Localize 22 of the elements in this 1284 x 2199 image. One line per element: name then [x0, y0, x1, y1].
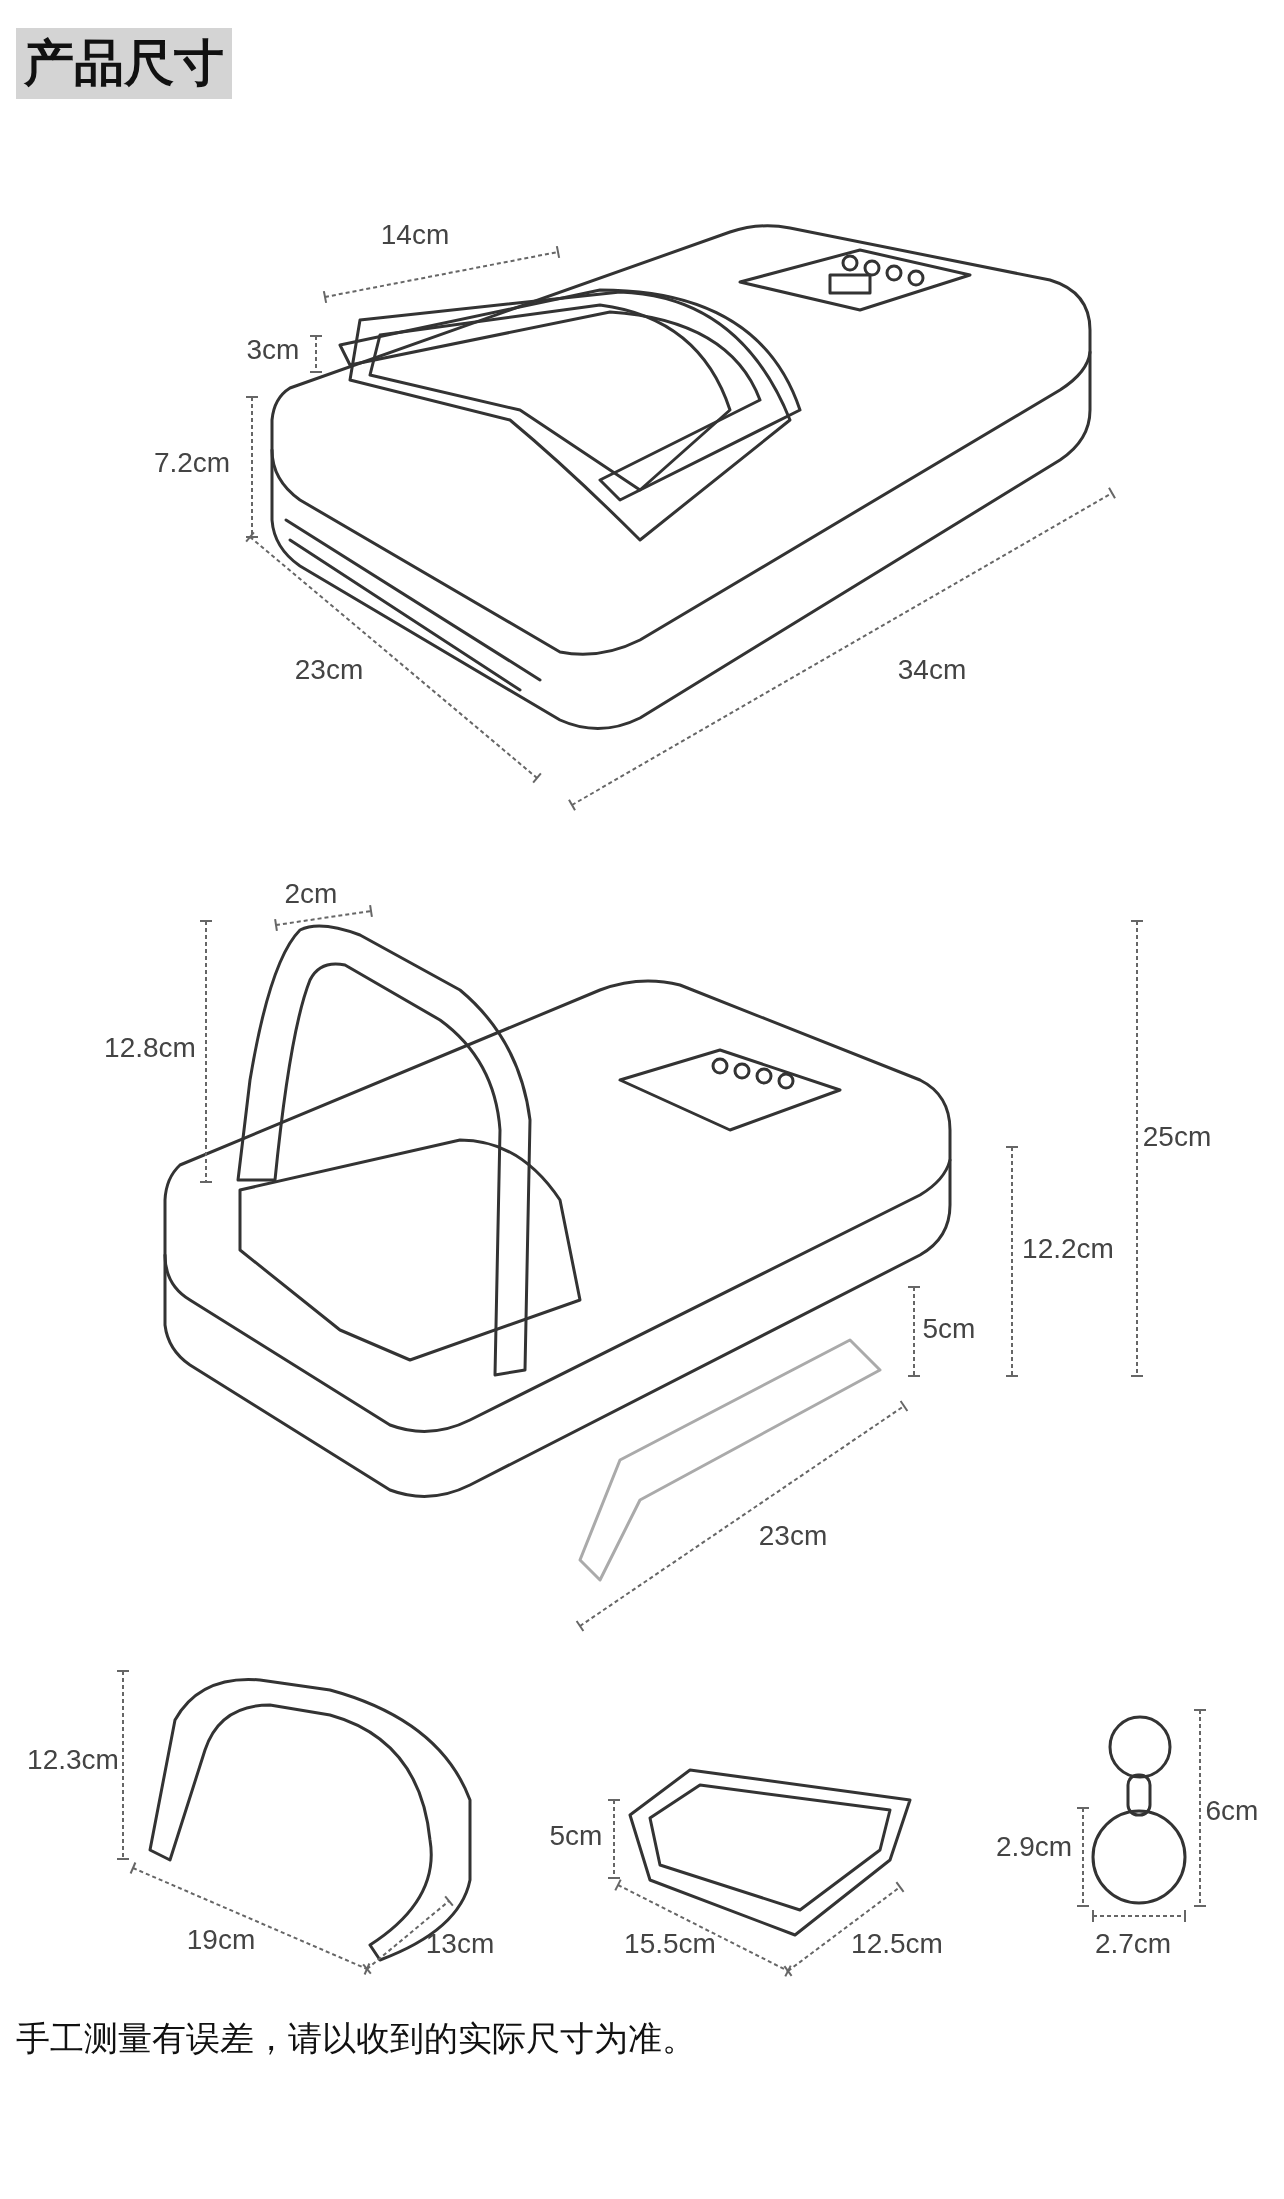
dimension-label: 13cm — [425, 1928, 495, 1960]
dimension-label: 7.2cm — [153, 447, 231, 479]
dimension-label: 12.2cm — [1022, 1233, 1114, 1265]
dimension-label: 6cm — [1205, 1795, 1259, 1827]
dimension-label: 2cm — [284, 878, 338, 910]
dimension-label: 23cm — [294, 654, 364, 686]
dimension-label: 25cm — [1142, 1121, 1212, 1153]
dimension-label: 5cm — [549, 1820, 603, 1852]
dimension-label: 12.8cm — [104, 1032, 196, 1064]
dimension-label: 12.3cm — [27, 1744, 119, 1776]
page-title: 产品尺寸 — [16, 28, 232, 99]
dimension-label: 5cm — [922, 1313, 976, 1345]
dimension-label: 2.7cm — [1094, 1928, 1172, 1960]
dimension-label: 23cm — [758, 1520, 828, 1552]
dimension-label: 19cm — [186, 1924, 256, 1956]
dimension-label: 14cm — [380, 219, 450, 251]
dimension-label: 34cm — [897, 654, 967, 686]
dimension-label: 12.5cm — [851, 1928, 943, 1960]
dimension-label: 15.5cm — [624, 1928, 716, 1960]
dimension-label: 2.9cm — [995, 1831, 1073, 1863]
footnote: 手工测量有误差，请以收到的实际尺寸为准。 — [16, 2017, 696, 2060]
dimension-label: 3cm — [246, 334, 300, 366]
